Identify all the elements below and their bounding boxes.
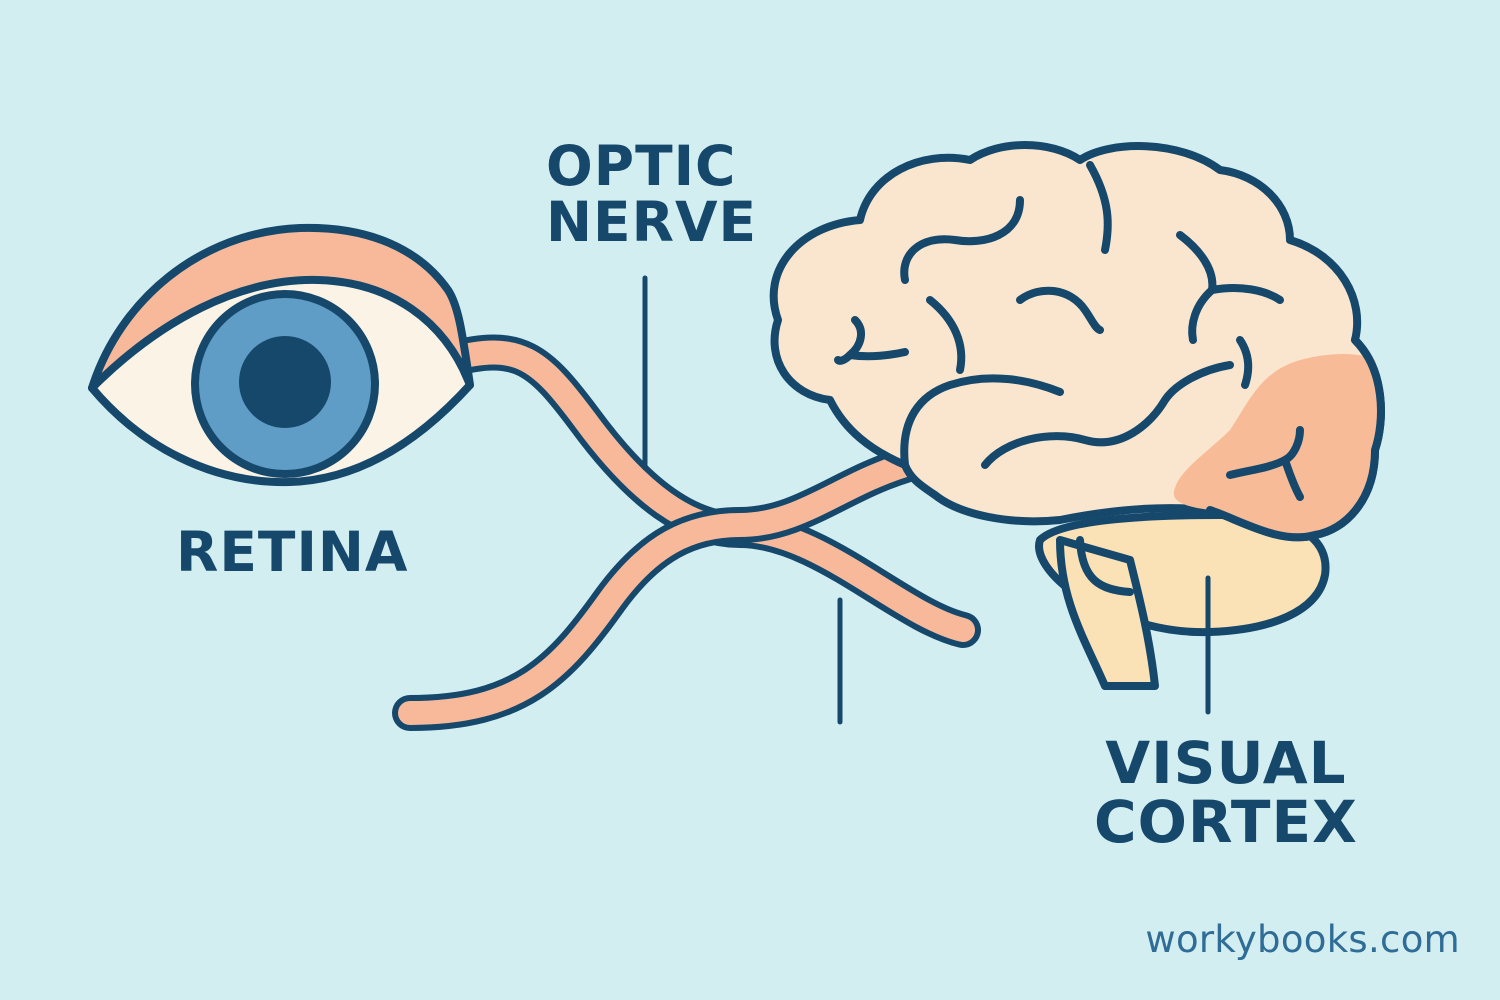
eye-pupil [239, 336, 331, 428]
brain [769, 141, 1385, 715]
watermark-link[interactable]: workybooks.com [1145, 918, 1460, 961]
optic-nerve-label-line-2: NERVE [546, 190, 758, 255]
eye-upper-eyelid [88, 223, 474, 392]
brain-folds [834, 161, 1304, 501]
brain-temporal-lobe-outline [900, 374, 1064, 469]
retina-label: RETINA [176, 520, 409, 584]
visual-cortex-label-line-1: VISUAL [1105, 729, 1347, 797]
optic-nerve-label: OPTIC NERVE [546, 138, 757, 250]
visual-cortex-region [1173, 354, 1383, 538]
optic-nerve-upper-fill [436, 340, 975, 642]
eye [88, 223, 474, 487]
brain-occipital-outline [1206, 336, 1385, 542]
visual-cortex-label: VISUAL CORTEX [1094, 729, 1358, 857]
optic-nerve [392, 334, 981, 731]
brain-stem [1056, 536, 1159, 690]
brain-stem-groove [1076, 536, 1134, 596]
optic-nerve-lower-fill [398, 453, 917, 725]
optic-nerve-label-line-1: OPTIC [546, 134, 737, 198]
visual-cortex-label-line-2: CORTEX [1094, 788, 1358, 857]
